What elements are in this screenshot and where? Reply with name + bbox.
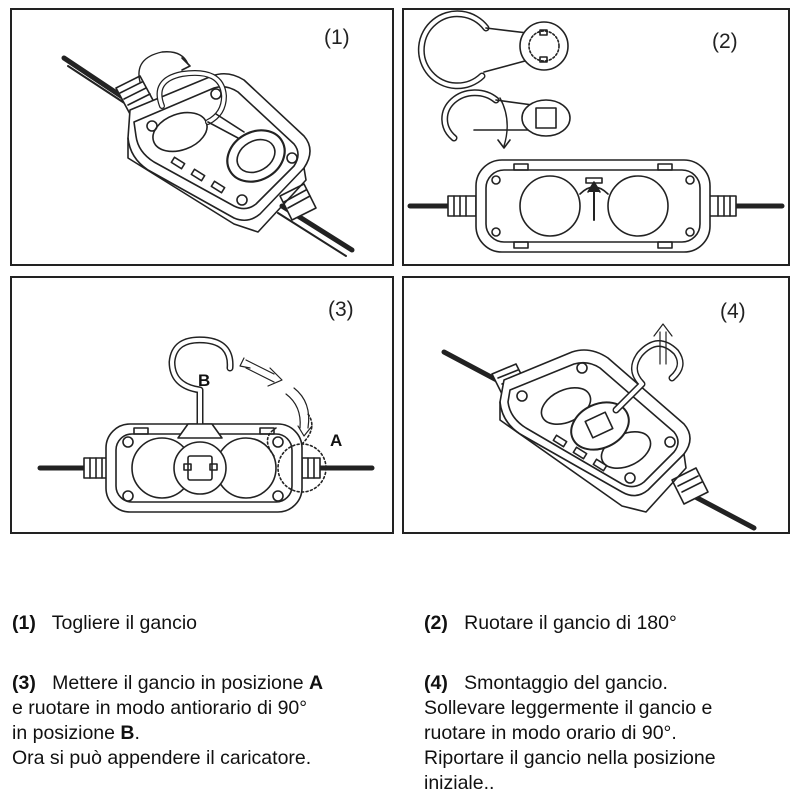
figure-panel-1: (1) — [10, 8, 394, 266]
caption-number: (2) — [424, 612, 448, 634]
figure-panel-2: (2) — [402, 8, 790, 266]
hook-position-a-outline — [266, 413, 327, 493]
figure-panel-4: (4) — [402, 276, 790, 534]
caption-step-2: (2) Ruotare il gancio di 180° — [424, 611, 677, 636]
arrow-up-icon — [585, 177, 603, 221]
cable-icon — [407, 195, 785, 217]
caption-text: e ruotare in modo antiorario di 90° — [12, 697, 308, 719]
hook-rotate-180-illustration — [407, 10, 785, 253]
hook-disassembly-illustration — [441, 323, 757, 531]
panel-number: (4) — [720, 300, 746, 323]
position-a-label: A — [309, 672, 324, 694]
caption-step-1: (1) Togliere il gancio — [12, 611, 197, 636]
caption-text: Ruotare il gancio di 180° — [464, 612, 677, 634]
hook-icon — [156, 70, 286, 183]
caption-number: (4) — [424, 672, 448, 694]
arrow-up-icon — [653, 323, 673, 365]
caption-text: Sollevare leggermente il gancio e — [424, 697, 713, 719]
label-a: A — [330, 431, 342, 450]
caption-text: Ora si può appendere il caricatore. — [12, 747, 312, 769]
caption-text: ruotare in modo orario di 90°. — [424, 722, 677, 744]
rotate-arrow-icon — [239, 357, 313, 437]
hook-icon — [168, 336, 234, 495]
hook-icon — [417, 10, 569, 90]
caption-number: (1) — [12, 612, 36, 634]
hook-icon — [441, 89, 571, 142]
panel-number: (2) — [712, 30, 738, 53]
caption-number: (3) — [12, 672, 36, 694]
caption-text: Togliere il gancio — [51, 612, 198, 634]
panel-number: (1) — [324, 26, 350, 49]
label-b: B — [198, 371, 210, 390]
rotate-arrow-icon — [497, 97, 511, 149]
figure-panel-3: (3) — [10, 276, 394, 534]
caption-step-3: (3) Mettere il gancio in posizione A e r… — [12, 672, 324, 769]
caption-step-4: (4) Smontaggio del gancio. Sollevare leg… — [424, 672, 716, 794]
caption-text: Riportare il gancio nella posizione — [424, 747, 716, 769]
strain-relief-icon — [115, 75, 317, 221]
rotate-arrow-icon — [138, 51, 191, 83]
charger-hook-removal-illustration — [61, 51, 355, 257]
position-b-label: B — [120, 722, 135, 744]
panel-number: (3) — [328, 298, 354, 321]
caption-text: iniziale.. — [424, 772, 495, 794]
hook-position-illustration: B A — [37, 336, 375, 513]
hook-icon — [570, 340, 684, 451]
